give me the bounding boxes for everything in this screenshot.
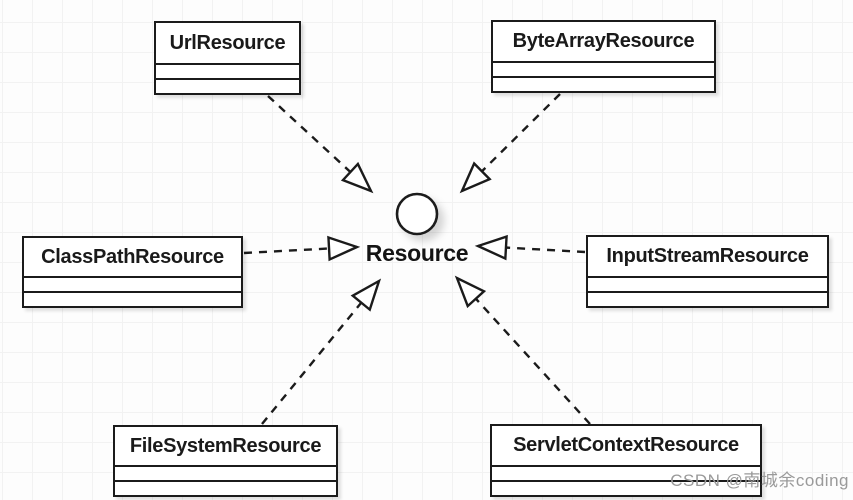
interface-lollipop-circle: [395, 192, 439, 236]
methods-compartment: [156, 78, 299, 93]
realization-arrow-filesystemresource: [261, 278, 382, 425]
class-name-classpathresource: ClassPathResource: [41, 245, 224, 268]
fields-compartment: [24, 276, 241, 291]
class-box-servletcontextresource: ServletContextResource: [490, 424, 762, 497]
methods-compartment: [492, 480, 760, 495]
realization-arrow-inputstreamresource: [474, 234, 586, 261]
class-box-filesystemresource: FileSystemResource: [113, 425, 338, 497]
methods-compartment: [493, 76, 714, 91]
interface-name-label: Resource: [365, 240, 469, 266]
fields-compartment: [492, 465, 760, 480]
class-box-urlresource: UrlResource: [154, 21, 301, 95]
realization-arrow-urlresource: [267, 95, 374, 194]
class-name-filesystemresource: FileSystemResource: [129, 434, 322, 457]
fields-compartment: [493, 61, 714, 76]
realization-arrow-bytearrayresource: [459, 93, 561, 194]
realization-arrow-classpathresource: [243, 235, 361, 262]
fields-compartment: [588, 276, 827, 291]
class-name-servletcontextresource: ServletContextResource: [513, 434, 739, 456]
fields-compartment: [156, 63, 299, 78]
class-box-inputstreamresource: InputStreamResource: [586, 235, 829, 308]
fields-compartment: [115, 465, 336, 480]
csdn-watermark: CSDN @南城余coding: [670, 471, 849, 490]
class-box-classpathresource: ClassPathResource: [22, 236, 243, 308]
class-name-bytearrayresource: ByteArrayResource: [512, 30, 695, 52]
class-box-bytearrayresource: ByteArrayResource: [491, 20, 716, 93]
methods-compartment: [588, 291, 827, 306]
class-name-urlresource: UrlResource: [169, 31, 286, 54]
class-name-inputstreamresource: InputStreamResource: [606, 245, 809, 267]
realization-arrow-servletcontextresource: [454, 275, 591, 425]
methods-compartment: [115, 480, 336, 495]
methods-compartment: [24, 291, 241, 306]
